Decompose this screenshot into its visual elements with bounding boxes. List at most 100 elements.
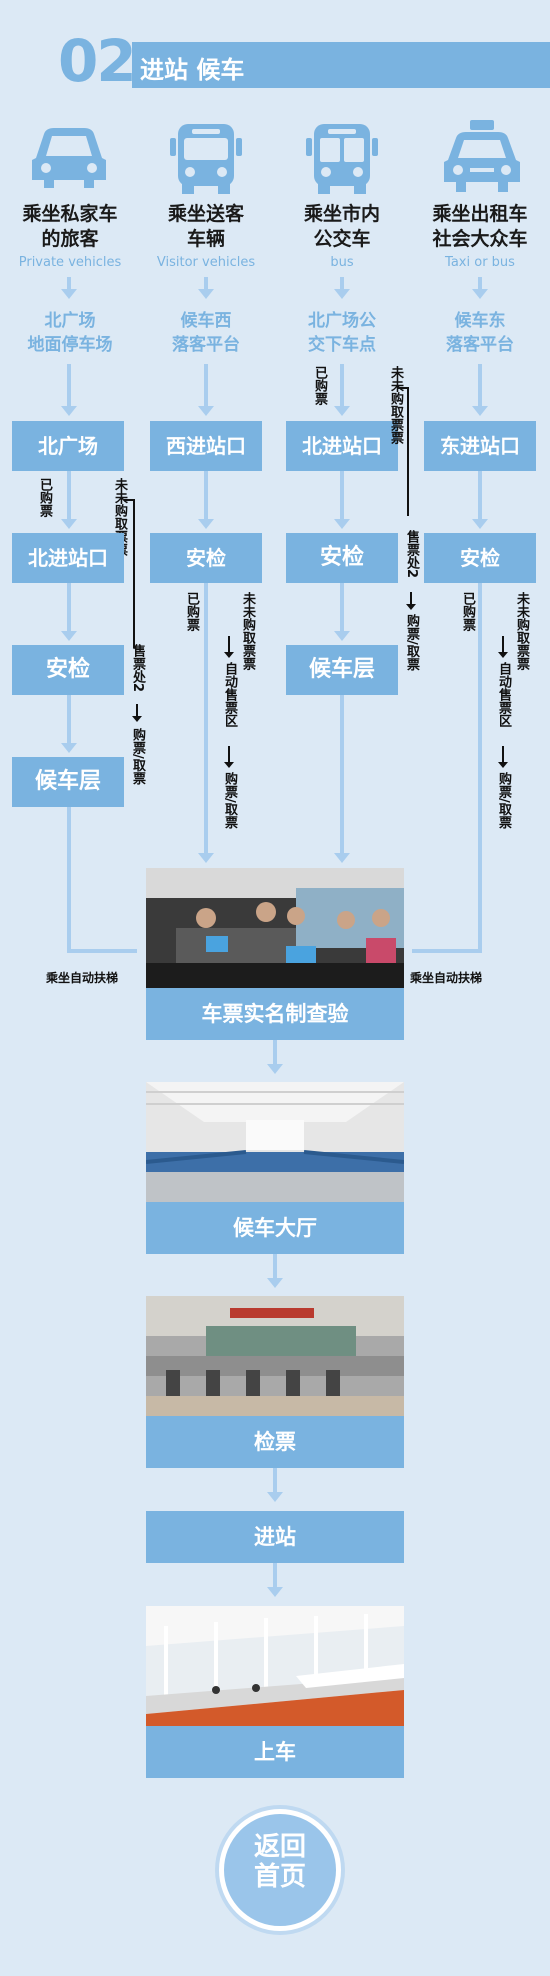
stage-waiting-hall: 候车大厅 xyxy=(146,1202,404,1254)
arrow xyxy=(478,471,482,519)
arrow xyxy=(340,471,344,519)
col3-bought-label: 已购票 xyxy=(312,366,327,405)
arrow-head xyxy=(334,631,350,641)
col3-step2: 安检 xyxy=(286,533,398,583)
arrow-head xyxy=(334,289,350,299)
col4-title-line1: 乘坐出租车 xyxy=(432,203,528,225)
arrow xyxy=(204,364,208,406)
stage-enter: 进站 xyxy=(146,1511,404,1563)
back-home-label: 返回 首页 xyxy=(219,1832,341,1892)
col4-gate: 东进站口 xyxy=(424,421,536,471)
col3-buy-take: 购票/取票 xyxy=(404,614,419,671)
back-home-line2: 首页 xyxy=(253,1862,306,1892)
car-icon xyxy=(32,128,106,188)
col3-gate: 北进站口 xyxy=(286,421,398,471)
arrow-head xyxy=(198,853,214,863)
ticket-check-photo xyxy=(146,868,404,988)
arrow xyxy=(67,277,71,289)
arrow-head xyxy=(61,519,77,529)
col1-branch-arrow xyxy=(132,704,142,722)
col2-place-line1: 候车西 xyxy=(180,311,232,331)
arrow-head xyxy=(198,406,214,416)
col4-buy-take: 购票/取票 xyxy=(496,772,511,829)
arrow xyxy=(412,949,482,953)
gate-photo xyxy=(146,1296,404,1416)
col1-step2: 北进站口 xyxy=(12,533,124,583)
col2-gate: 西进站口 xyxy=(150,421,262,471)
col2-branch-arrow xyxy=(224,746,234,768)
col2-buy-take: 购票/取票 xyxy=(222,772,237,829)
col3-place-line2: 交下车点 xyxy=(308,335,376,355)
section-number: 02 xyxy=(58,27,137,95)
escalator-left-label: 乘坐自动扶梯 xyxy=(46,971,119,985)
col3-step3: 候车层 xyxy=(286,645,398,695)
back-home-button[interactable] xyxy=(219,1809,341,1931)
arrow xyxy=(67,364,71,406)
arrow xyxy=(204,277,208,289)
col4-title-line2: 社会大众车 xyxy=(432,228,528,250)
col2-notbought-label: 未未购取票票 xyxy=(240,592,255,670)
arrow xyxy=(340,583,344,631)
platform-photo xyxy=(146,1606,404,1726)
header-bar xyxy=(132,42,550,88)
arrow-head xyxy=(267,1278,283,1288)
arrow-head xyxy=(472,289,488,299)
arrow xyxy=(478,277,482,289)
arrow xyxy=(478,583,482,953)
bus-icon xyxy=(170,124,242,194)
col4-notbought-label: 未未购取票票 xyxy=(514,592,529,670)
arrow xyxy=(340,364,344,406)
arrow xyxy=(204,583,208,853)
arrow xyxy=(67,471,71,519)
arrow xyxy=(67,949,137,953)
col2-place-line2: 落客平台 xyxy=(172,335,240,355)
col3-ticket-office: 售票处2 xyxy=(404,530,419,579)
col2-branch-arrow xyxy=(224,636,234,658)
arrow-head xyxy=(61,406,77,416)
col3-branch-line xyxy=(398,387,409,516)
arrow xyxy=(273,1468,277,1492)
arrow-head xyxy=(198,289,214,299)
col1-title-line2: 的旅客 xyxy=(41,228,99,250)
stage-ticket-check: 车票实名制查验 xyxy=(146,988,404,1040)
arrow xyxy=(204,471,208,519)
arrow xyxy=(67,583,71,631)
waiting-hall-photo xyxy=(146,1082,404,1202)
stage-gate: 检票 xyxy=(146,1416,404,1468)
col1-buy-take: 购票/取票 xyxy=(130,728,145,785)
arrow-head xyxy=(61,631,77,641)
col2-bought-label: 已购票 xyxy=(184,592,199,631)
col1-title-line1: 乘坐私家车 xyxy=(22,203,118,225)
arrow-head xyxy=(267,1064,283,1074)
col1-subtitle: Private vehicles xyxy=(18,255,122,270)
col2-auto-ticket: 自动售票区 xyxy=(222,662,237,727)
arrow-head xyxy=(334,853,350,863)
col1-ticket-office: 售票处2 xyxy=(130,644,145,693)
col2-title-line1: 乘坐送客 xyxy=(167,203,244,225)
col2-subtitle: Visitor vehicles xyxy=(156,255,256,270)
col1-bought-label: 已购票 xyxy=(37,478,52,517)
col3-title-line1: 乘坐市内 xyxy=(303,203,380,225)
escalator-right-label: 乘坐自动扶梯 xyxy=(410,971,483,985)
col4-place-line2: 落客平台 xyxy=(446,335,514,355)
col3-branch-arrow xyxy=(406,592,416,610)
arrow-head xyxy=(198,519,214,529)
col4-bought-label: 已购票 xyxy=(460,592,475,631)
col4-place-line1: 候车东 xyxy=(454,311,506,331)
col1-branch-line xyxy=(124,499,135,648)
arrow-head xyxy=(267,1492,283,1502)
col4-branch-arrow xyxy=(498,746,508,768)
col1-place-line2: 地面停车场 xyxy=(27,335,113,355)
col1-place-line1: 北广场 xyxy=(44,311,96,331)
arrow xyxy=(273,1254,277,1278)
arrow-head xyxy=(334,519,350,529)
col3-subtitle: bus xyxy=(330,255,354,270)
arrow-head xyxy=(334,406,350,416)
col3-place-line1: 北广场公 xyxy=(308,311,376,331)
col4-auto-ticket: 自动售票区 xyxy=(496,662,511,727)
city-bus-icon xyxy=(306,124,378,194)
arrow xyxy=(340,277,344,289)
col3-notbought-label: 未未购取票票 xyxy=(388,366,403,444)
col4-subtitle: Taxi or bus xyxy=(445,255,515,270)
col1-step4: 候车层 xyxy=(12,757,124,807)
